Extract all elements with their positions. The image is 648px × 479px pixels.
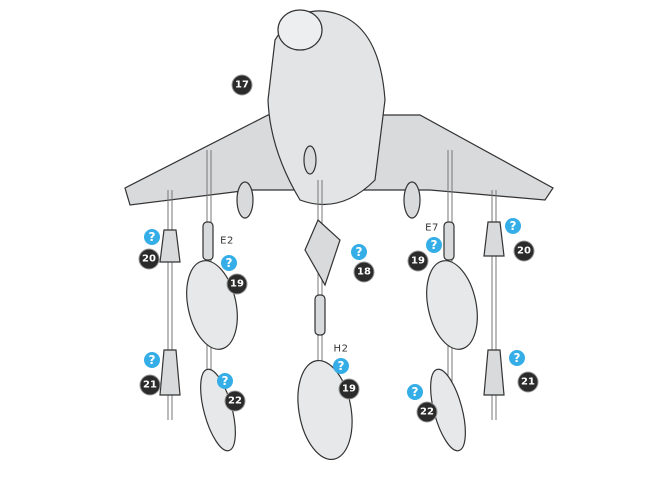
left-wheel <box>236 181 254 219</box>
fuel-tank <box>186 260 238 350</box>
part-number-badge: 19 <box>407 250 429 272</box>
paint-code-question-icon: ? <box>144 229 160 245</box>
position-label: H2 <box>333 343 349 355</box>
center-missile <box>304 218 341 287</box>
paint-code-question-icon: ? <box>351 244 367 260</box>
part-number-badge: 20 <box>138 248 160 270</box>
paint-code-question-icon: ? <box>509 350 525 366</box>
paint-code-question-icon: ? <box>144 352 160 368</box>
paint-code-question-icon: ? <box>221 255 237 271</box>
missile <box>483 349 505 396</box>
position-label: E7 <box>425 222 439 234</box>
pylon <box>202 221 214 261</box>
part-number-badge: 21 <box>139 374 161 396</box>
part-number-badge: 19 <box>338 378 360 400</box>
pylon <box>443 221 455 261</box>
part-number-badge: 18 <box>353 261 375 283</box>
paint-code-question-icon: ? <box>505 218 521 234</box>
part-number-badge: 19 <box>226 273 248 295</box>
position-label: E2 <box>220 235 234 247</box>
step-number-badge: 17 <box>231 74 253 96</box>
paint-code-question-icon: ? <box>333 358 349 374</box>
nose-wheel <box>303 145 317 175</box>
part-number-badge: 22 <box>416 401 438 423</box>
paint-code-question-icon: ? <box>217 373 233 389</box>
paint-code-question-icon: ? <box>407 384 423 400</box>
missile <box>159 349 181 396</box>
paint-code-question-icon: ? <box>426 237 442 253</box>
part-number-badge: 22 <box>224 390 246 412</box>
pylon <box>314 294 326 336</box>
part-number-badge: 20 <box>513 240 535 262</box>
missile <box>159 229 181 263</box>
right-wheel <box>403 181 421 219</box>
fuel-tank <box>297 359 353 461</box>
part-number-badge: 21 <box>517 371 539 393</box>
missile <box>483 221 505 257</box>
fuselage <box>267 10 386 206</box>
fuel-tank <box>426 260 478 350</box>
cockpit-canopy <box>277 9 323 51</box>
